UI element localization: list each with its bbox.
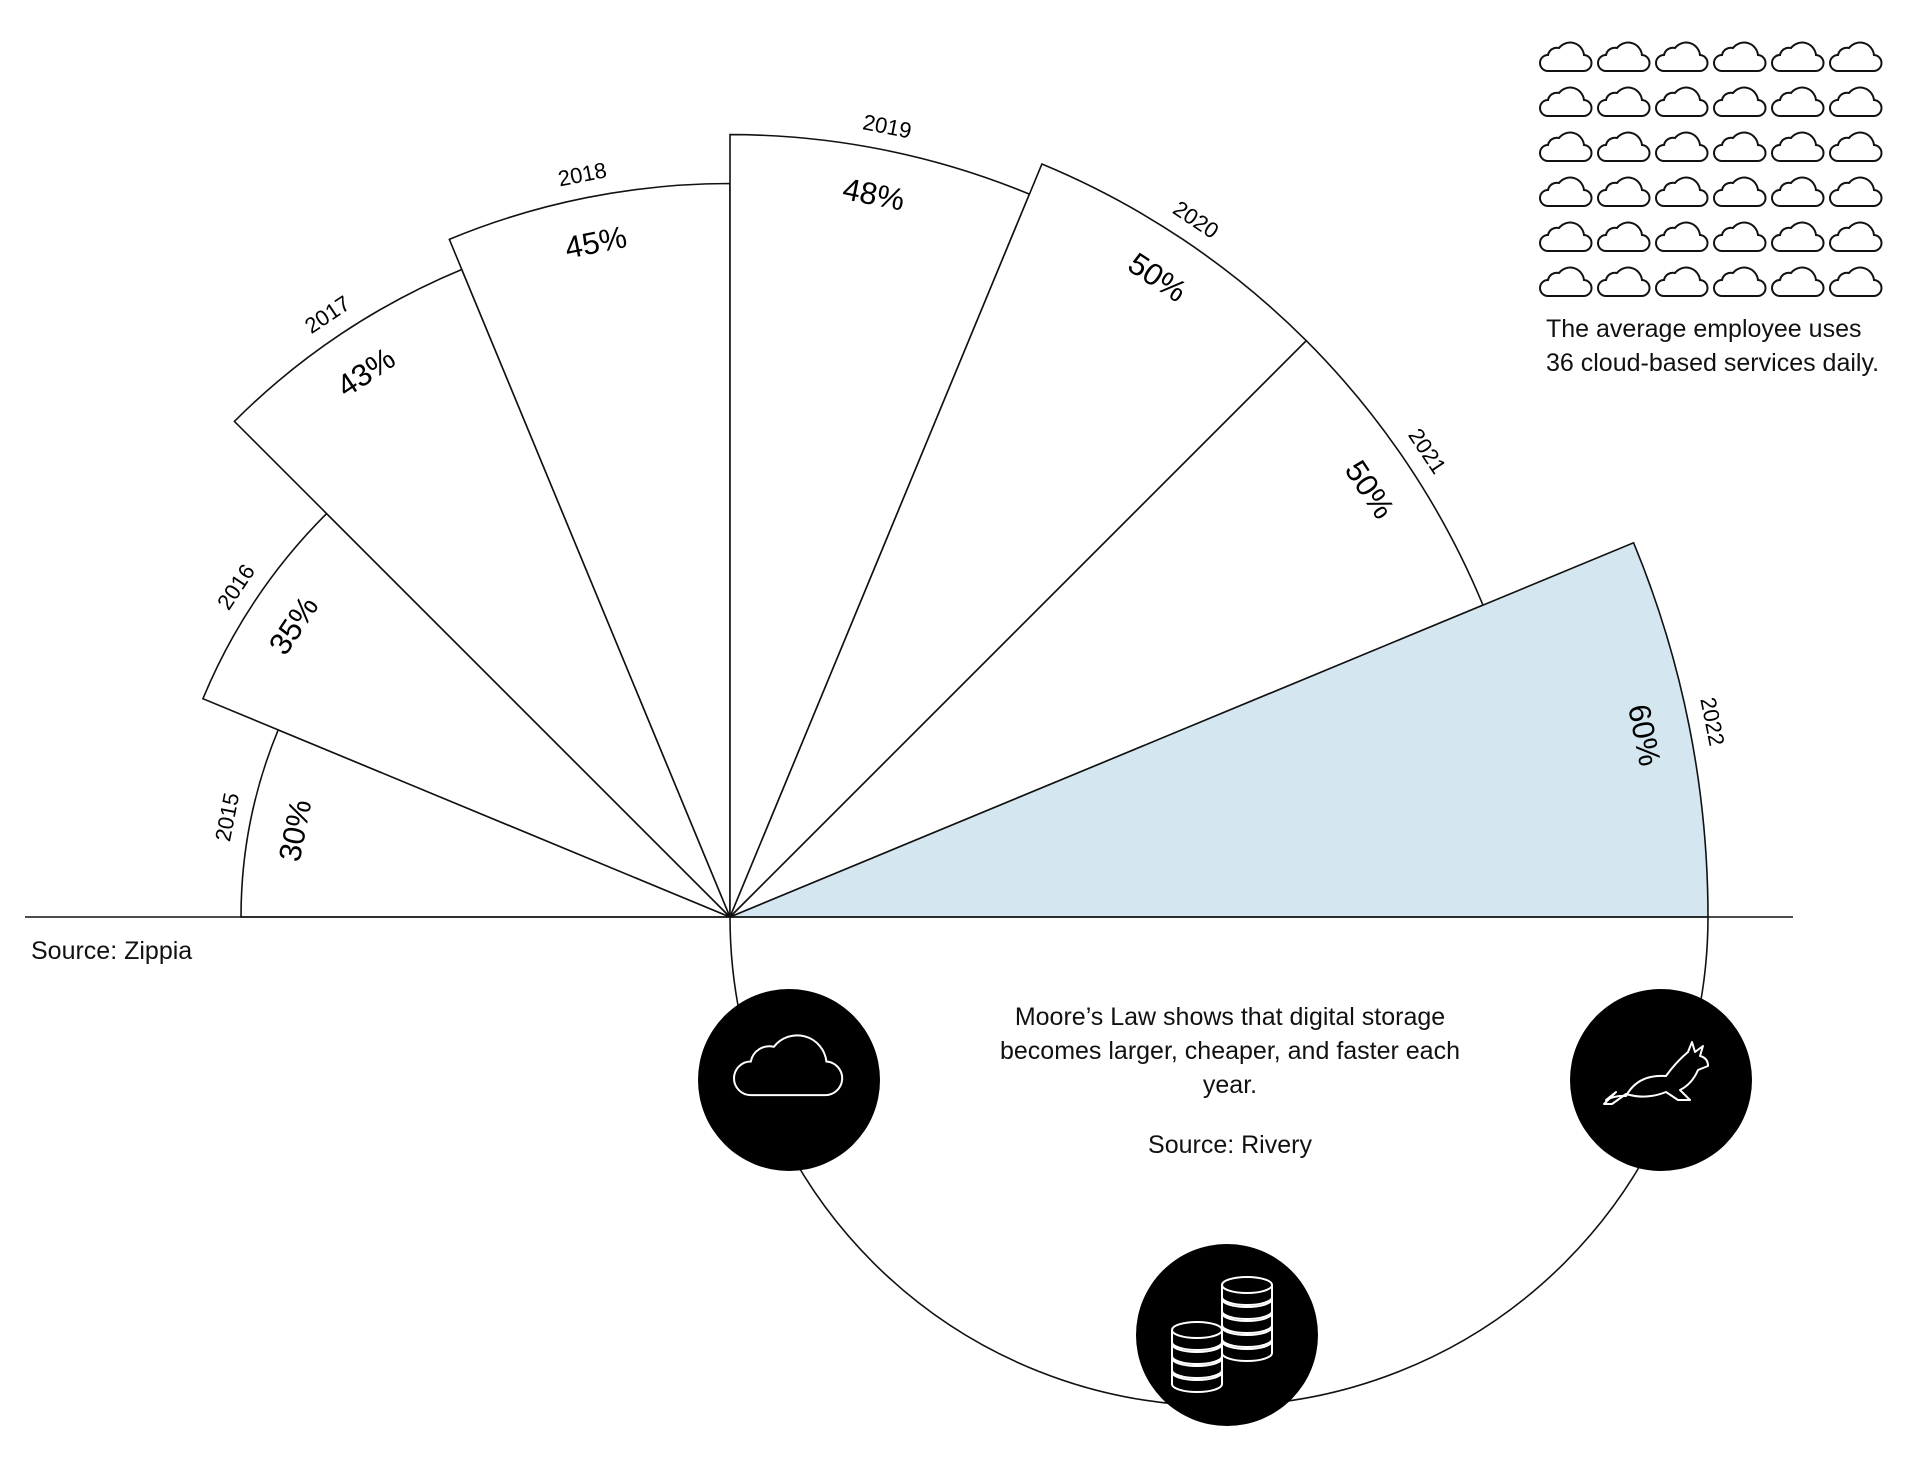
- cloud-icon: [1596, 266, 1651, 297]
- cloud-icon: [1596, 176, 1651, 207]
- cloud-icon: [1828, 266, 1883, 297]
- cloud-icon: [1596, 41, 1651, 72]
- wedge-2018: [448, 182, 731, 918]
- cloud-icon: [1596, 221, 1651, 252]
- cloud-icon: [1654, 41, 1709, 72]
- wedge-2017: [233, 268, 731, 918]
- wedge-2021: [729, 339, 1485, 918]
- cloud-icon: [1712, 131, 1767, 162]
- source-rivery: Source: Rivery: [1148, 1131, 1312, 1159]
- cloud-icon: [1712, 41, 1767, 72]
- cloud-icon: [1770, 221, 1825, 252]
- cloud-icon: [1770, 41, 1825, 72]
- cloud-icon: [1828, 131, 1883, 162]
- cloud-icon: [732, 1034, 844, 1097]
- cloud-icon: [1828, 221, 1883, 252]
- wedge-2016: [201, 512, 731, 918]
- cloud-grid: [1538, 41, 1883, 297]
- cloud-icon: [1538, 131, 1593, 162]
- year-label: 2018: [556, 157, 609, 191]
- cloud-icon: [1712, 176, 1767, 207]
- cloud-icon: [1596, 86, 1651, 117]
- coin: [1221, 1276, 1273, 1294]
- cloud-icon: [1828, 86, 1883, 117]
- cloud-icon: [1538, 221, 1593, 252]
- cloud-icon: [1538, 86, 1593, 117]
- cloud-icon: [1596, 131, 1651, 162]
- cloud-icon: [1712, 221, 1767, 252]
- icon-circle: [698, 989, 880, 1171]
- wedge-2019: [729, 133, 1031, 918]
- cloud-icon: [1828, 41, 1883, 72]
- rabbit-badge: [1570, 989, 1752, 1171]
- coin: [1171, 1321, 1223, 1339]
- source-zippia: Source: Zippia: [31, 937, 193, 965]
- cloud-icon: [1538, 266, 1593, 297]
- moores-law-text: Moore’s Law shows that digital storage b…: [999, 1003, 1460, 1099]
- year-label: 2019: [861, 109, 914, 143]
- rabbit-icon: [1603, 1041, 1709, 1105]
- year-label: 2015: [210, 791, 244, 844]
- cloud-icon: [1654, 176, 1709, 207]
- icon-circle: [1570, 989, 1752, 1171]
- cloud-icon: [1538, 41, 1593, 72]
- cloud-icon: [1538, 176, 1593, 207]
- cloud-icon: [1654, 221, 1709, 252]
- coins-badge: [1136, 1244, 1318, 1426]
- cloud-icon: [1770, 176, 1825, 207]
- cloud-callout-text: The average employee uses 36 cloud-based…: [1546, 315, 1880, 377]
- wedge-2015: [240, 728, 731, 918]
- cloud-icon: [1712, 86, 1767, 117]
- wedge-2022: [729, 541, 1709, 918]
- cloud-icon: [1712, 266, 1767, 297]
- cloud-icon: [1770, 86, 1825, 117]
- cloud-badge: [698, 989, 880, 1171]
- year-label: 2022: [1695, 695, 1729, 748]
- wedge-2020: [729, 162, 1308, 918]
- cloud-icon: [1654, 266, 1709, 297]
- cloud-icon: [1654, 86, 1709, 117]
- cloud-icon: [1654, 131, 1709, 162]
- cloud-icon: [1770, 266, 1825, 297]
- cloud-icon: [1828, 176, 1883, 207]
- coins-icon: [1171, 1276, 1273, 1393]
- cloud-icon: [1770, 131, 1825, 162]
